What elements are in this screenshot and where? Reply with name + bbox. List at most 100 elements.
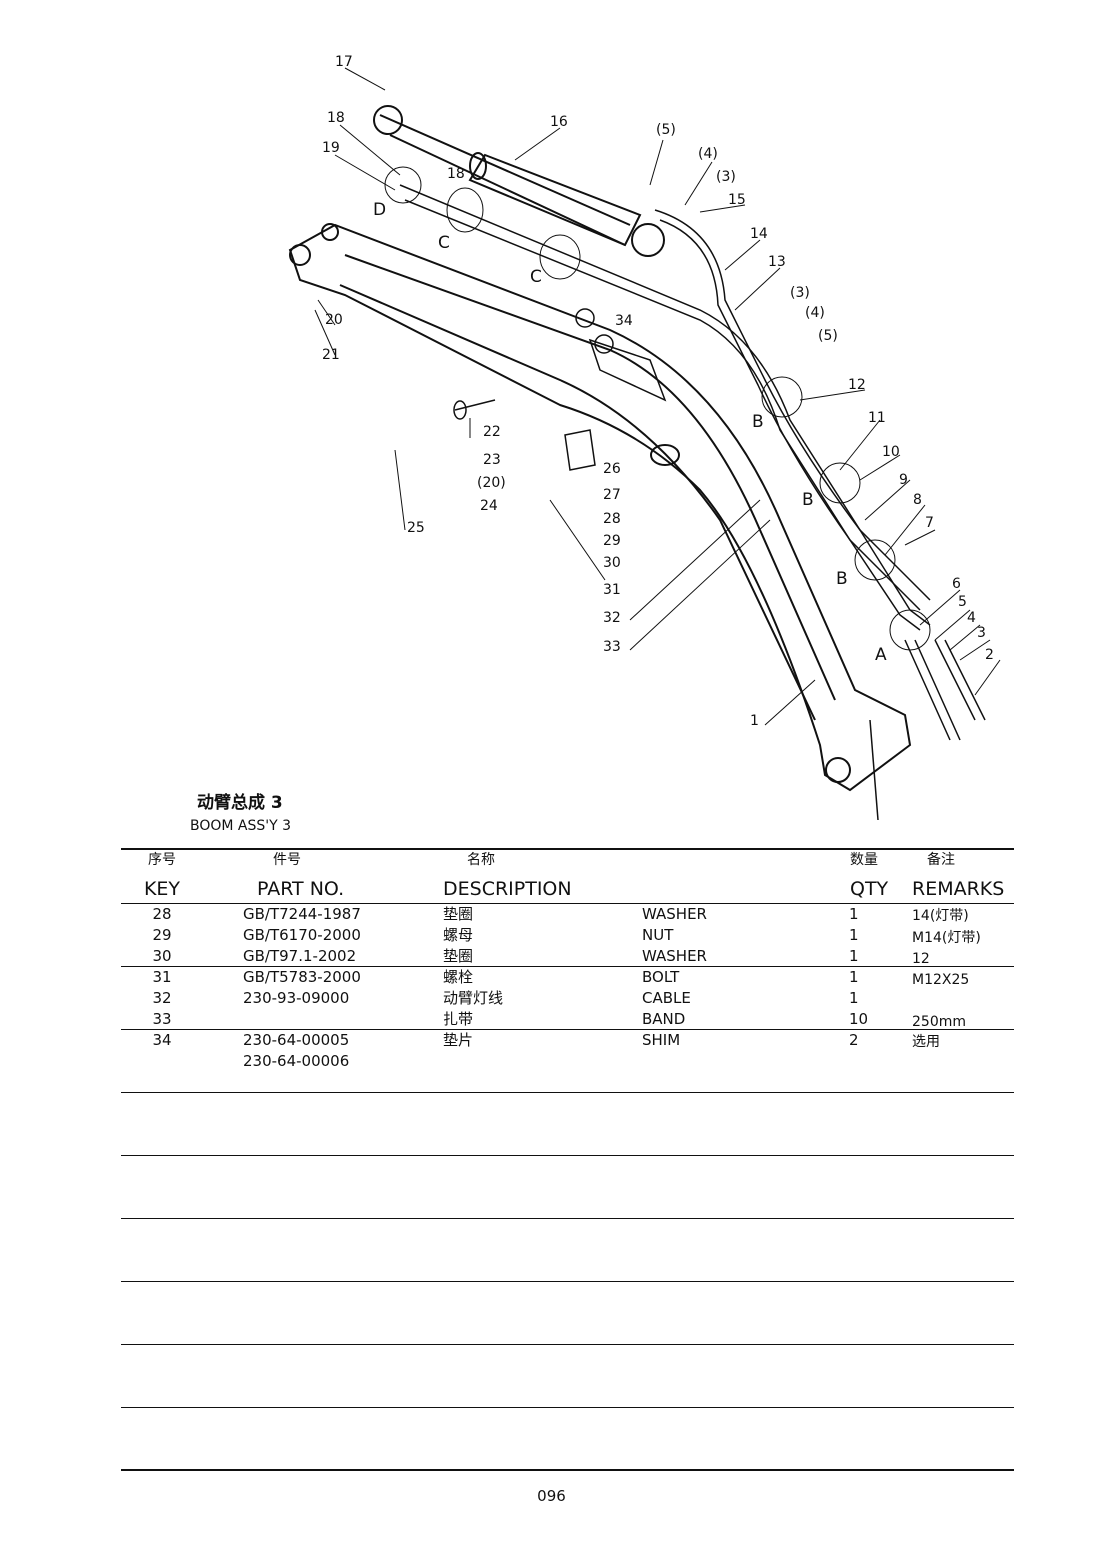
callout-label: A bbox=[875, 645, 887, 665]
description-en-cell: WASHER bbox=[642, 947, 707, 965]
key-cell: 34 bbox=[152, 1031, 172, 1049]
callout-label: 17 bbox=[335, 54, 353, 70]
header-part-cn: 件号 bbox=[273, 852, 301, 868]
callout-label: 26 bbox=[603, 461, 621, 477]
header-key-en: KEY bbox=[143, 878, 181, 900]
callout-label: 6 bbox=[952, 576, 961, 592]
callout-label: (4) bbox=[698, 146, 718, 162]
key-cell: 33 bbox=[152, 1010, 172, 1028]
callout-label: 22 bbox=[483, 424, 501, 440]
table-rule bbox=[121, 1344, 1014, 1345]
description-cn-cell: 扎带 bbox=[443, 1010, 474, 1028]
remarks-cell: M12X25 bbox=[912, 972, 970, 988]
header-qty-en: QTY bbox=[850, 878, 889, 900]
table-rule bbox=[121, 1029, 1014, 1030]
callout-label: 31 bbox=[603, 582, 621, 598]
callout-label: 34 bbox=[615, 313, 633, 329]
callout-label: 30 bbox=[603, 555, 621, 571]
callout-label: (5) bbox=[818, 328, 838, 344]
callout-label: C bbox=[530, 267, 542, 287]
description-cn-cell: 螺母 bbox=[443, 926, 474, 944]
remarks-cell: 12 bbox=[912, 951, 930, 967]
callout-label: (5) bbox=[656, 122, 676, 138]
description-en-cell: NUT bbox=[642, 926, 674, 944]
table-rule bbox=[121, 1469, 1014, 1471]
qty-cell: 1 bbox=[849, 968, 859, 986]
description-cn-cell: 动臂灯线 bbox=[443, 989, 504, 1007]
callout-label: 13 bbox=[768, 254, 786, 270]
callout-label: 9 bbox=[899, 472, 908, 488]
callout-label: 23 bbox=[483, 452, 501, 468]
part-no-cell: GB/T5783-2000 bbox=[243, 968, 361, 986]
part-no-cell: GB/T7244-1987 bbox=[243, 905, 361, 923]
assembly-title-cn: 动臂总成 3 bbox=[197, 793, 283, 813]
description-cn-cell: 垫圈 bbox=[443, 905, 474, 923]
key-cell: 29 bbox=[152, 926, 172, 944]
callout-label: (4) bbox=[805, 305, 825, 321]
callout-label: (20) bbox=[477, 475, 506, 491]
callout-label: 18 bbox=[327, 110, 345, 126]
key-cell: 31 bbox=[152, 968, 172, 986]
callout-label: 27 bbox=[603, 487, 621, 503]
callout-label: B bbox=[802, 490, 814, 510]
part-no-cell: 230-93-09000 bbox=[243, 989, 350, 1007]
description-cn-cell: 螺栓 bbox=[443, 968, 474, 986]
callout-label: 12 bbox=[848, 377, 866, 393]
callout-label: 29 bbox=[603, 533, 621, 549]
part-no-cell: 230-64-00006 bbox=[243, 1052, 350, 1070]
table-rule bbox=[121, 1281, 1014, 1282]
description-en-cell: CABLE bbox=[642, 989, 691, 1007]
boom-body bbox=[288, 223, 912, 792]
callout-label: 14 bbox=[750, 226, 768, 242]
callout-label: B bbox=[836, 569, 848, 589]
key-cell: 28 bbox=[152, 905, 172, 923]
leader-lines bbox=[314, 67, 1001, 726]
key-cell: 30 bbox=[152, 947, 172, 965]
callout-label: (3) bbox=[716, 169, 736, 185]
callout-label: 21 bbox=[322, 347, 340, 363]
header-rem-en: REMARKS bbox=[912, 878, 1005, 900]
callout-label: B bbox=[752, 412, 764, 432]
callout-label: 24 bbox=[480, 498, 498, 514]
hydraulic-lines bbox=[399, 184, 986, 821]
description-en-cell: SHIM bbox=[642, 1031, 681, 1049]
boom-cylinder bbox=[373, 105, 665, 257]
header-desc-cn: 名称 bbox=[467, 852, 495, 868]
qty-cell: 2 bbox=[849, 1031, 859, 1049]
callout-label: 11 bbox=[868, 410, 886, 426]
callout-label: 1 bbox=[750, 713, 759, 729]
callout-label: 3 bbox=[977, 625, 986, 641]
remarks-cell: 250mm bbox=[912, 1014, 966, 1030]
key-cell: 32 bbox=[152, 989, 172, 1007]
callout-label: D bbox=[373, 200, 386, 220]
description-en-cell: BOLT bbox=[642, 968, 680, 986]
callout-label: 33 bbox=[603, 639, 621, 655]
callout-label: 16 bbox=[550, 114, 568, 130]
detail-circles bbox=[384, 166, 931, 651]
callout-label: C bbox=[438, 233, 450, 253]
table-rule bbox=[121, 848, 1014, 850]
qty-cell: 1 bbox=[849, 926, 859, 944]
callout-label: 18 bbox=[447, 166, 465, 182]
part-no-cell: GB/T6170-2000 bbox=[243, 926, 361, 944]
callout-label: 8 bbox=[913, 492, 922, 508]
table-rule bbox=[121, 966, 1014, 967]
header-key-cn: 序号 bbox=[148, 852, 176, 868]
description-en-cell: BAND bbox=[642, 1010, 686, 1028]
qty-cell: 1 bbox=[849, 905, 859, 923]
callout-label: 15 bbox=[728, 192, 746, 208]
callout-label: 10 bbox=[882, 444, 900, 460]
callout-label: 2 bbox=[985, 647, 994, 663]
table-rule bbox=[121, 1092, 1014, 1093]
callout-label: 20 bbox=[325, 312, 343, 328]
callout-label: 32 bbox=[603, 610, 621, 626]
callout-label: 25 bbox=[407, 520, 425, 536]
qty-cell: 1 bbox=[849, 947, 859, 965]
description-cn-cell: 垫片 bbox=[443, 1031, 474, 1049]
boom-assembly-diagram: 17 18 19 16 18 (5) (4) (3) 15 14 13 (3) … bbox=[288, 54, 1001, 821]
remarks-cell: M14(灯带) bbox=[912, 930, 981, 946]
callout-label: 7 bbox=[925, 515, 934, 531]
description-cn-cell: 垫圈 bbox=[443, 947, 474, 965]
callout-label: 19 bbox=[322, 140, 340, 156]
part-no-cell: 230-64-00005 bbox=[243, 1031, 350, 1049]
